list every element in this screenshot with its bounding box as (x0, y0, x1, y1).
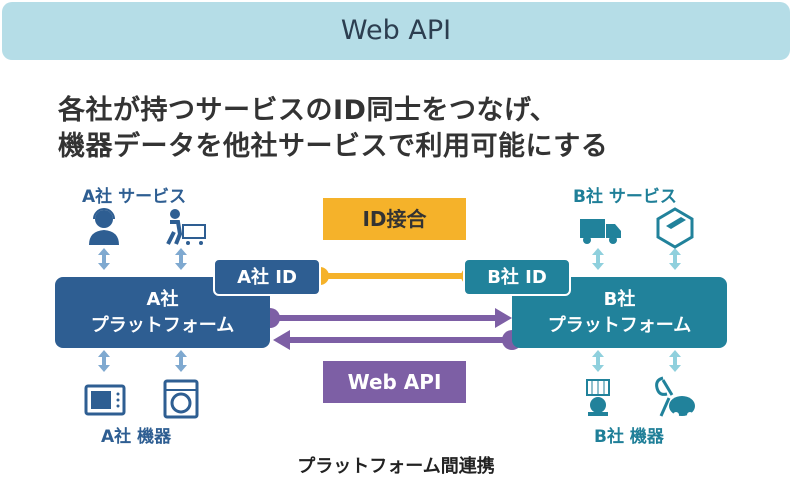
vacuum-cleaner-icon (655, 376, 695, 418)
delivery-truck-icon (580, 219, 621, 244)
company-a-id-tab: A社 ID (213, 258, 321, 296)
microwave-icon (84, 384, 126, 416)
double-arrow-icon (98, 248, 187, 372)
title-banner: Web API (2, 2, 790, 60)
company-b-id-tab: B社 ID (463, 258, 571, 296)
company-b-platform-name: B社 (603, 289, 636, 310)
washing-machine-icon (163, 379, 199, 419)
company-b-devices-label: B社 機器 (594, 427, 664, 447)
lamp-icon (586, 379, 610, 416)
company-a-platform-type: プラットフォーム (90, 315, 235, 336)
headline-line-2: 機器データを他社サービスで利用可能にする (58, 131, 609, 162)
company-a-services-label: A社 サービス (82, 187, 187, 207)
company-a-platform-name: A社 (146, 289, 179, 310)
shopping-cart-icon (166, 209, 206, 245)
api-arrow-right (260, 308, 512, 328)
id-join-tag: ID接合 (323, 198, 466, 240)
company-b-services-label: B社 サービス (573, 187, 677, 207)
banner-title: Web API (340, 15, 452, 46)
headline-line-1: 各社が持つサービスのID同士をつなげ、 (58, 95, 558, 126)
company-a-devices-label: A社 機器 (101, 427, 172, 447)
api-arrow-left (273, 330, 522, 350)
web-api-tag: Web API (323, 361, 466, 403)
double-arrow-icon (592, 248, 681, 372)
company-b-platform-type: プラットフォーム (547, 315, 692, 336)
person-headset-icon (89, 208, 119, 245)
footer-caption: プラットフォーム間連携 (297, 456, 495, 477)
package-box-icon (656, 207, 694, 249)
